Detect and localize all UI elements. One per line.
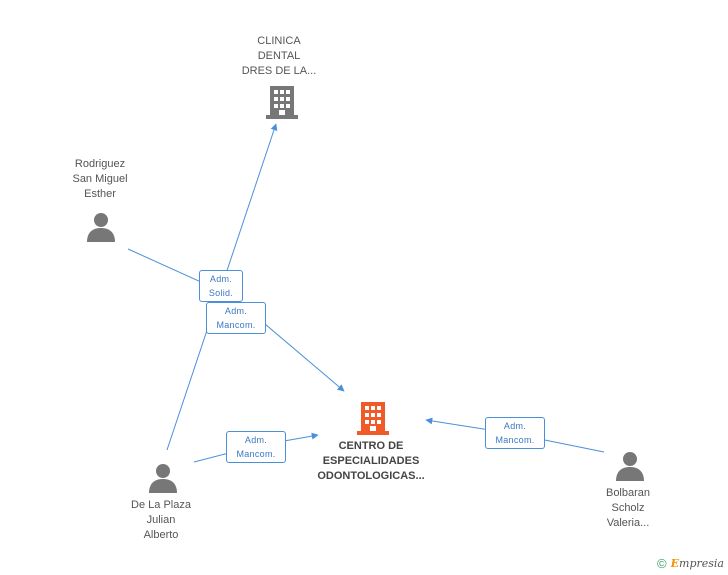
brand-name: mpresia bbox=[679, 557, 724, 570]
edge-label-line-2: Mancom. bbox=[216, 320, 256, 330]
edge-label-adm-mancom[interactable]: Adm. Mancom. bbox=[485, 417, 545, 449]
node-rodriguez-line-2: San Miguel bbox=[72, 173, 128, 185]
node-rodriguez-label[interactable]: Rodriguez San Miguel Esther bbox=[72, 157, 127, 202]
person-icon[interactable] bbox=[615, 451, 645, 481]
edge-label-adm-solid[interactable]: Adm. Solid. bbox=[199, 270, 243, 302]
node-centro-line-3: ODONTOLOGICAS... bbox=[317, 470, 425, 482]
node-delaplaza-line-2: Julian bbox=[146, 514, 176, 526]
edge-label-adm-mancom[interactable]: Adm. Mancom. bbox=[226, 431, 286, 463]
node-bolbaran-label[interactable]: Bolbaran Scholz Valeria... bbox=[606, 486, 650, 531]
node-clinica-line-3: DRES DE LA... bbox=[241, 65, 317, 77]
copyright-icon: © bbox=[657, 556, 667, 571]
edge-label-line-1: Adm. bbox=[244, 435, 268, 445]
node-bolbaran-line-3: Valeria... bbox=[606, 517, 650, 529]
node-bolbaran-line-2: Scholz bbox=[611, 502, 645, 514]
edge-label-line-1: Adm. bbox=[503, 421, 527, 431]
brand-initial: E bbox=[670, 557, 680, 570]
node-delaplaza-label[interactable]: De La Plaza Julian Alberto bbox=[131, 498, 191, 543]
person-icon[interactable] bbox=[148, 463, 178, 493]
building-main-icon[interactable] bbox=[356, 400, 390, 436]
node-clinica-label[interactable]: CLINICA DENTAL DRES DE LA... bbox=[242, 34, 317, 79]
edge-label-line-2: Mancom. bbox=[495, 435, 535, 445]
node-bolbaran-line-1: Bolbaran bbox=[605, 487, 651, 499]
node-rodriguez-line-1: Rodriguez bbox=[74, 158, 126, 170]
node-centro-line-1: CENTRO DE bbox=[338, 440, 404, 452]
edge-label-line-1: Adm. bbox=[209, 274, 233, 284]
node-centro-label[interactable]: CENTRO DE ESPECIALIDADES ODONTOLOGICAS..… bbox=[317, 439, 424, 484]
edge-label-line-2: Solid. bbox=[208, 288, 234, 298]
brand-logo[interactable]: Empresia bbox=[671, 557, 724, 570]
node-centro-line-2: ESPECIALIDADES bbox=[322, 455, 420, 467]
node-delaplaza-line-3: Alberto bbox=[143, 529, 179, 541]
footer-brand: © Empresia bbox=[657, 556, 724, 571]
edge-label-line-2: Mancom. bbox=[236, 449, 276, 459]
person-icon[interactable] bbox=[86, 212, 116, 242]
edge-label-adm-mancom[interactable]: Adm. Mancom. bbox=[206, 302, 266, 334]
node-delaplaza-line-1: De La Plaza bbox=[131, 499, 191, 511]
node-clinica-line-1: CLINICA bbox=[257, 35, 301, 47]
building-icon[interactable] bbox=[265, 84, 299, 120]
node-rodriguez-line-3: Esther bbox=[84, 188, 116, 200]
edge-label-line-1: Adm. bbox=[224, 306, 248, 316]
node-clinica-line-2: DENTAL bbox=[257, 50, 301, 62]
